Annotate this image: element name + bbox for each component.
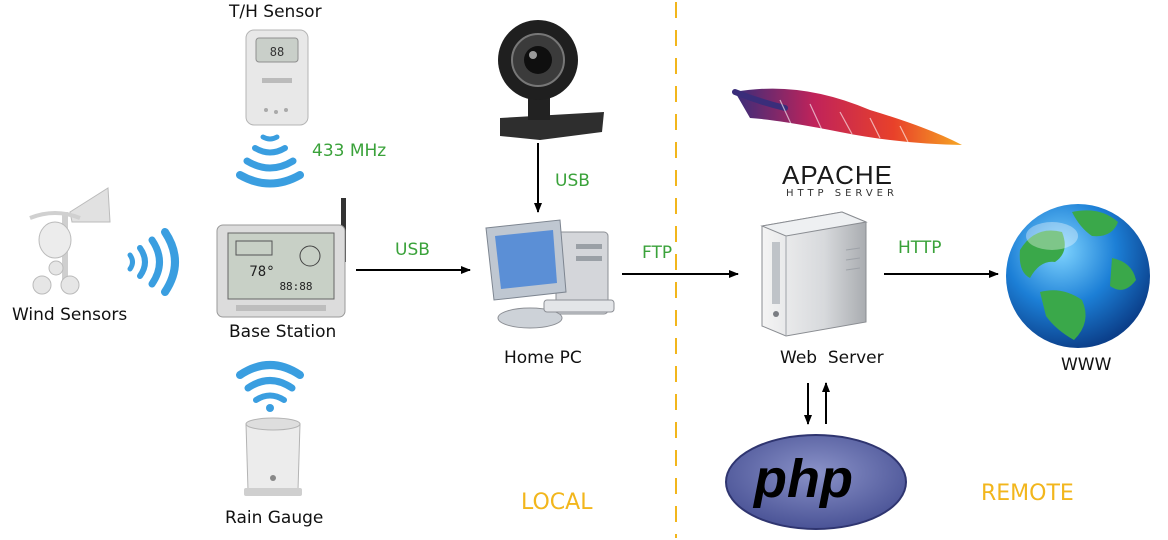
th-sensor-icon: 88 bbox=[245, 29, 309, 126]
home-pc-icon bbox=[485, 219, 615, 329]
svg-text:88:88: 88:88 bbox=[279, 280, 312, 293]
apache-title: APACHE bbox=[782, 160, 893, 190]
http-label: HTTP bbox=[898, 238, 942, 258]
php-logo bbox=[725, 434, 907, 530]
globe-icon bbox=[1006, 204, 1150, 348]
wind-sensors-label: Wind Sensors bbox=[12, 305, 128, 325]
webcam-icon bbox=[498, 20, 604, 140]
rain-gauge-icon bbox=[244, 417, 302, 496]
station-usb-label: USB bbox=[395, 240, 430, 260]
ftp-label: FTP bbox=[642, 243, 673, 263]
wifi-wind-icon bbox=[127, 228, 179, 296]
radio-frequency-label: 433 MHz bbox=[312, 141, 387, 161]
base-station-label: Base Station bbox=[229, 322, 337, 342]
apache-logo bbox=[732, 88, 962, 145]
local-zone-label: LOCAL bbox=[521, 490, 593, 515]
svg-text:78°: 78° bbox=[249, 264, 274, 280]
webcam-usb-label: USB bbox=[555, 171, 590, 191]
home-pc-label: Home PC bbox=[504, 348, 582, 368]
php-logo-text: php bbox=[754, 449, 853, 509]
rain-gauge-label: Rain Gauge bbox=[225, 508, 324, 528]
remote-zone-label: REMOTE bbox=[981, 481, 1074, 506]
svg-text:88: 88 bbox=[270, 45, 284, 59]
wifi-rain-icon bbox=[236, 361, 304, 412]
web-server-icon bbox=[760, 211, 868, 337]
wind-sensors-icon bbox=[29, 187, 111, 295]
th-sensor-label: T/H Sensor bbox=[229, 2, 322, 22]
www-label: WWW bbox=[1061, 355, 1112, 375]
apache-subtitle: HTTP SERVER bbox=[786, 188, 898, 199]
wifi-th-icon bbox=[236, 134, 304, 188]
web-server-label: Web Server bbox=[780, 348, 884, 368]
base-station-icon: 78° 88:88 bbox=[216, 198, 346, 318]
